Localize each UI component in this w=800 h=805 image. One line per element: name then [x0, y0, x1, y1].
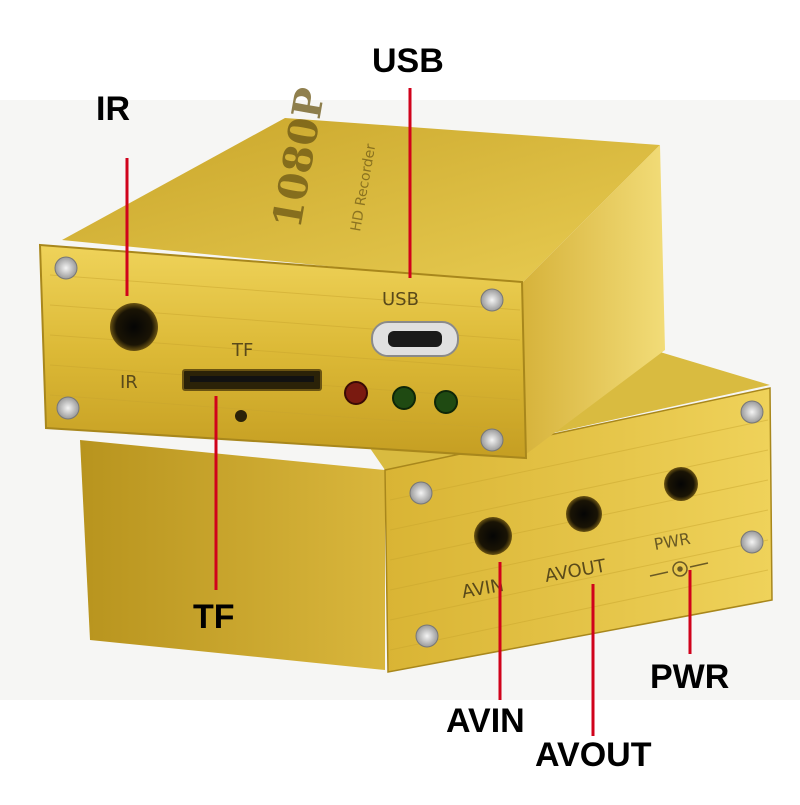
pwr-jack-icon — [664, 467, 698, 501]
avin-jack-icon — [474, 517, 512, 555]
screw-icon — [54, 256, 78, 280]
green-led-icon — [434, 390, 458, 414]
engraved-ir: IR — [120, 372, 138, 393]
red-led-icon — [344, 381, 368, 405]
ir-sensor-icon — [110, 303, 158, 351]
screw-icon — [409, 481, 433, 505]
screw-icon — [740, 530, 764, 554]
avout-jack-icon — [566, 496, 602, 532]
screw-icon — [480, 288, 504, 312]
green-led-icon — [392, 386, 416, 410]
upper-box: 1080P HD Recorder IR TF — [38, 84, 665, 460]
screw-icon — [415, 624, 439, 648]
engraved-usb: USB — [382, 289, 419, 310]
screw-icon — [740, 400, 764, 424]
callout-usb: USB — [372, 42, 444, 80]
callout-pwr: PWR — [650, 658, 730, 696]
callout-ir: IR — [96, 90, 130, 128]
screw-icon — [480, 428, 504, 452]
callout-avin: AVIN — [446, 702, 525, 740]
screw-icon — [56, 396, 80, 420]
reset-hole-icon — [235, 410, 247, 422]
leader-lines — [125, 88, 692, 736]
callout-avout: AVOUT — [535, 736, 652, 774]
polarity-icon — [649, 561, 709, 577]
engraved-tf: TF — [231, 340, 253, 361]
callout-tf: TF — [193, 598, 235, 636]
